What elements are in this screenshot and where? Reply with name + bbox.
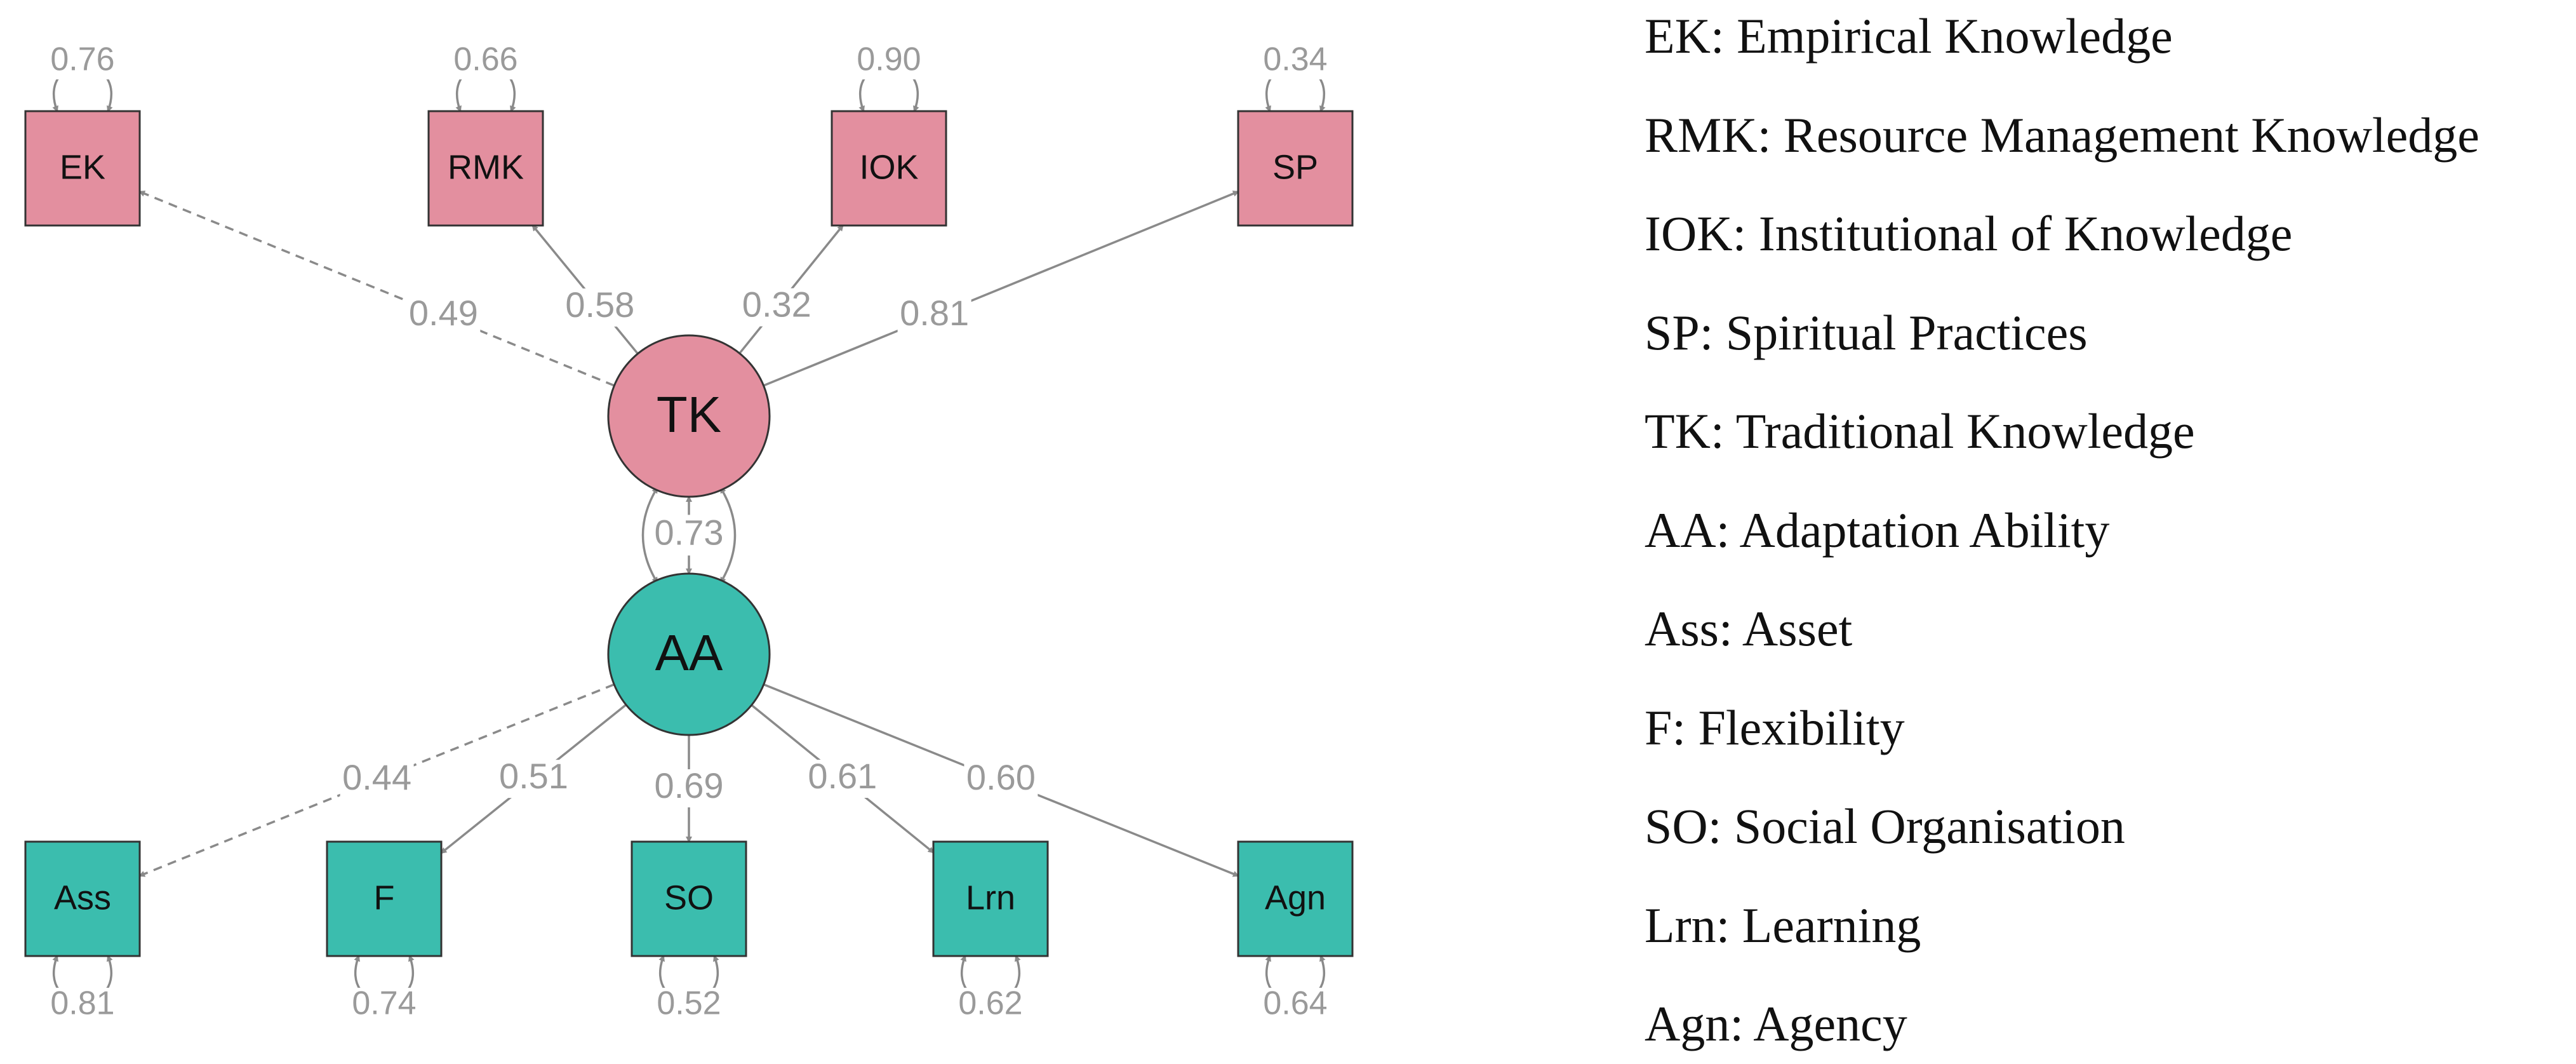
indicator-node-ass <box>24 840 141 957</box>
residual-label-bg <box>1261 988 1330 1023</box>
loading-label-bg <box>563 288 637 327</box>
indicator-label-agn: Agn <box>1265 879 1326 917</box>
residual-label-bg <box>956 988 1025 1023</box>
indicator-node-sp <box>1237 110 1354 227</box>
residual-label-bg <box>350 988 418 1023</box>
indicator-label-f: F <box>374 879 395 917</box>
residual-label-so: 0.52 <box>657 985 721 1022</box>
legend-item: AA: Adaptation Ability <box>1645 502 2110 558</box>
residual-label-sp: 0.34 <box>1263 41 1327 78</box>
loading-label-so: 0.69 <box>655 765 724 805</box>
indicator-label-iok: IOK <box>859 148 918 186</box>
legend-item: SO: Social Organisation <box>1645 798 2125 854</box>
indicator-label-ass: Ass <box>54 879 111 917</box>
residual-label-bg <box>855 44 923 79</box>
indicator-label-rmk: RMK <box>448 148 524 186</box>
loading-label-bg <box>340 761 414 800</box>
residual-label-agn: 0.64 <box>1263 985 1327 1022</box>
covariance-arc <box>641 487 658 584</box>
latent-node-aa <box>607 572 771 736</box>
residual-label-bg <box>655 988 723 1023</box>
legend-item: Agn: Agency <box>1645 996 1907 1051</box>
loading-label-sp: 0.81 <box>900 293 969 333</box>
loading-label-bg <box>497 760 571 798</box>
indicator-node-agn <box>1237 840 1354 957</box>
indicator-node-lrn <box>932 840 1049 957</box>
residual-label-ek: 0.76 <box>50 41 114 78</box>
indicator-label-lrn: Lrn <box>966 879 1015 917</box>
loading-label-bg <box>740 288 814 327</box>
indicator-node-rmk <box>427 110 544 227</box>
legend-item: EK: Empirical Knowledge <box>1645 8 2173 64</box>
loading-label-lrn: 0.61 <box>808 756 877 796</box>
loading-label-ek: 0.49 <box>409 293 478 333</box>
residual-label-f: 0.74 <box>352 985 416 1022</box>
loading-label-bg <box>897 297 971 335</box>
legend-item: Lrn: Learning <box>1645 897 1921 953</box>
covariance-label-bg <box>650 515 728 556</box>
legend-item: TK: Traditional Knowledge <box>1645 403 2195 459</box>
indicator-label-ek: EK <box>60 148 105 186</box>
loading-label-rmk: 0.58 <box>565 285 634 325</box>
latent-label-aa: AA <box>655 624 723 681</box>
residual-label-bg <box>48 988 117 1023</box>
indicator-node-so <box>631 840 747 957</box>
loading-label-bg <box>406 297 481 335</box>
loading-path-ek <box>138 191 615 387</box>
loading-label-bg <box>805 760 879 798</box>
residual-label-lrn: 0.62 <box>958 985 1022 1022</box>
indicator-label-so: SO <box>664 879 714 917</box>
loading-label-f: 0.51 <box>499 756 568 796</box>
sem-path-diagram: TK AA EK RMK IOK SP Ass F SO Lrn Agn 0.49 0.58 0.32 0… <box>24 41 1354 1023</box>
indicator-node-ek <box>24 110 141 227</box>
loading-label-iok: 0.32 <box>742 285 811 325</box>
residual-label-bg <box>451 44 520 79</box>
legend-item: Ass: Asset <box>1645 601 1853 656</box>
indicator-node-iok <box>831 110 947 227</box>
loading-path-sp <box>763 191 1239 387</box>
residual-label-bg <box>48 44 117 79</box>
latent-label-tk: TK <box>657 386 721 443</box>
loading-label-bg <box>652 769 726 807</box>
legend-item: F: Flexibility <box>1645 699 1905 755</box>
residual-label-rmk: 0.66 <box>453 41 517 78</box>
legend-item: RMK: Resource Management Knowledge <box>1645 107 2479 163</box>
residual-label-bg <box>1261 44 1330 79</box>
legend-item: IOK: Institutional of Knowledge <box>1645 206 2293 261</box>
covariance-label: 0.73 <box>655 512 724 552</box>
loading-label-ass: 0.44 <box>342 757 411 797</box>
indicator-node-f <box>326 840 443 957</box>
residual-label-ass: 0.81 <box>50 985 114 1022</box>
indicator-label-sp: SP <box>1272 148 1318 186</box>
covariance-arc <box>719 487 737 584</box>
legend-item: SP: Spiritual Practices <box>1645 304 2088 360</box>
latent-node-tk <box>607 334 771 498</box>
loading-label-agn: 0.60 <box>966 757 1036 797</box>
residual-label-iok: 0.90 <box>857 41 921 78</box>
loading-label-bg <box>964 761 1038 800</box>
